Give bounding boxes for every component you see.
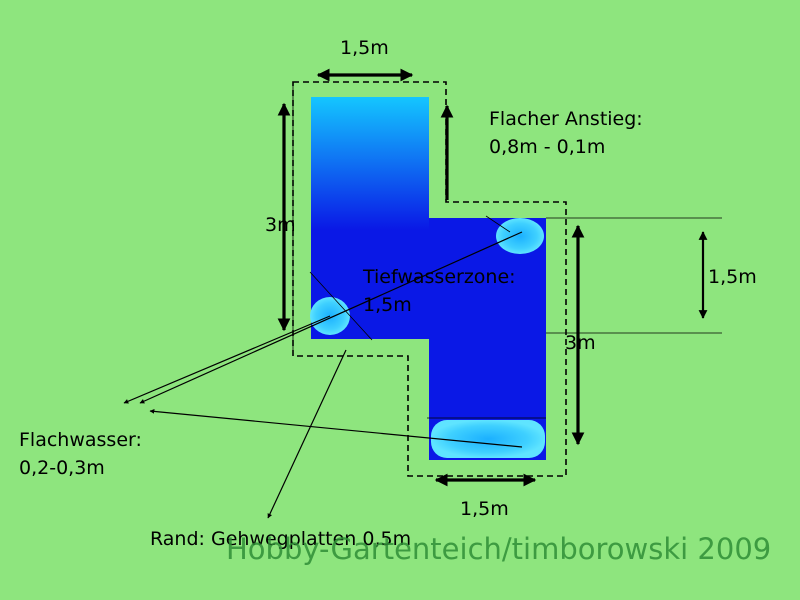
- shallow-zone-top-right: [496, 218, 544, 254]
- shallow-rise-title: Flacher Anstieg:: [489, 108, 643, 130]
- edge-label: Rand: Gehwegplatten 0,5m: [150, 528, 412, 550]
- top-width-label: 1,5m: [340, 37, 389, 59]
- watermark: Hobby-Gartenteich/timborowski 2009: [226, 532, 772, 566]
- deep-zone-height-label: 1,5m: [708, 266, 757, 288]
- shallow-zone-bottom: [431, 420, 545, 458]
- deep-zone-value: 1,5m: [363, 294, 412, 316]
- reference-lines: [292, 82, 722, 419]
- left-height-label: 3m: [265, 214, 296, 236]
- shallow-water-pointers: [123, 231, 523, 519]
- shallow-rise-value: 0,8m - 0,1m: [489, 136, 606, 158]
- shallow-water-title: Flachwasser:: [19, 429, 142, 451]
- right-height-label: 3m: [565, 332, 596, 354]
- deep-zone-title: Tiefwasserzone:: [363, 266, 516, 288]
- bottom-width-label: 1,5m: [460, 498, 509, 520]
- shallow-water-value: 0,2-0,3m: [19, 457, 105, 479]
